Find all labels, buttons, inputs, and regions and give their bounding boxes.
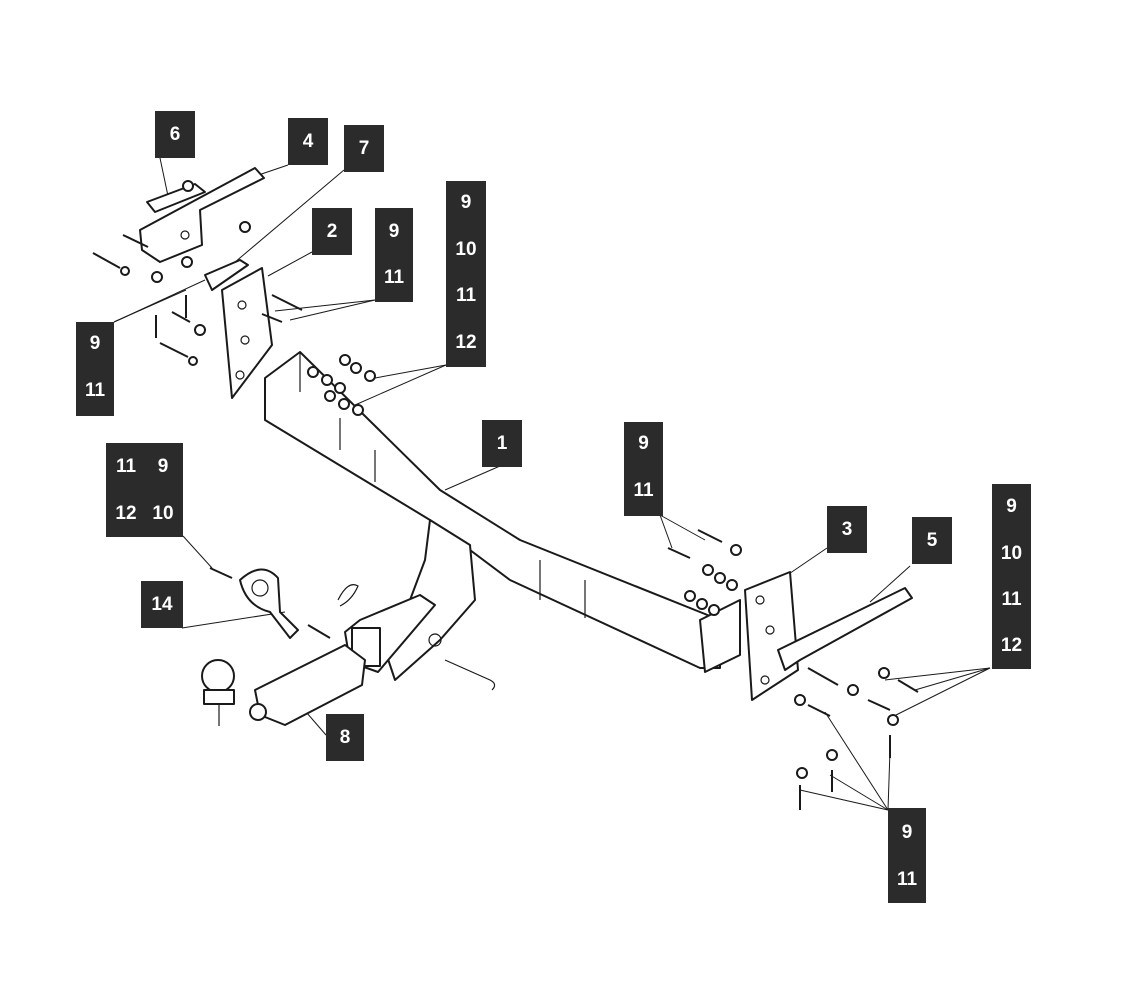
callout-part-14: 14 — [141, 581, 183, 628]
hardware-bolts — [92, 234, 919, 810]
tow-bar-crossbeam — [264, 351, 741, 673]
callout-part-4: 4 — [288, 118, 328, 165]
callout-stack-left-bracket-bolts: 9 11 — [76, 322, 114, 416]
callout-stack-item: 12 — [455, 332, 477, 353]
callout-stack-item: 12 — [115, 503, 137, 524]
callout-stack-item: 9 — [460, 192, 472, 213]
receiver-hitch — [344, 519, 496, 691]
ball-mount — [201, 644, 366, 726]
callout-stack-item: 9 — [388, 221, 400, 242]
hardware-nuts — [151, 221, 899, 779]
callout-stack-item: 10 — [152, 503, 174, 524]
callout-stack-item: 9 — [901, 822, 913, 843]
callout-stack-right-bolts: 9 11 — [888, 808, 926, 903]
callout-stack-item: 11 — [1001, 589, 1022, 610]
socket-plate — [239, 568, 359, 639]
right-strap — [777, 587, 913, 671]
callout-stack-item: 10 — [455, 239, 477, 260]
callout-part-8: 8 — [326, 714, 364, 761]
callout-stack-item: 9 — [638, 433, 649, 454]
callout-stack-item: 11 — [84, 380, 106, 401]
callout-part-3: 3 — [827, 506, 867, 553]
callout-socket-kit: 11 9 12 10 — [106, 443, 183, 537]
right-bracket — [744, 571, 799, 701]
callout-stack-center-nuts: 9 10 11 12 — [446, 181, 486, 367]
callout-part-2: 2 — [312, 208, 352, 255]
callout-part-6: 6 — [155, 111, 195, 158]
callout-stack-item: 9 — [1006, 496, 1017, 517]
small-plate — [146, 180, 206, 213]
callout-part-5: 5 — [912, 517, 952, 564]
left-strap — [139, 167, 265, 263]
callout-stack-item: 9 — [157, 456, 169, 477]
callout-part-1: 1 — [482, 420, 522, 467]
callout-stack-item: 11 — [115, 456, 137, 477]
callout-stack-item: 9 — [89, 333, 101, 354]
callout-stack-item: 11 — [896, 869, 918, 890]
leader-lines — [113, 157, 991, 811]
callout-stack-item: 11 — [633, 480, 654, 501]
callout-stack-item: 11 — [455, 285, 477, 306]
callout-stack-item: 10 — [1000, 543, 1023, 564]
callout-stack-item: 12 — [1000, 635, 1023, 656]
callout-stack-right-nuts: 9 10 11 12 — [992, 484, 1031, 669]
spacer-plate — [204, 259, 249, 291]
callout-part-7: 7 — [344, 125, 384, 172]
callout-stack-upper-hardware: 9 11 — [375, 208, 413, 302]
callout-stack-mid-bolts: 9 11 — [624, 422, 663, 516]
left-bracket — [221, 267, 273, 399]
callout-stack-item: 11 — [383, 267, 405, 288]
